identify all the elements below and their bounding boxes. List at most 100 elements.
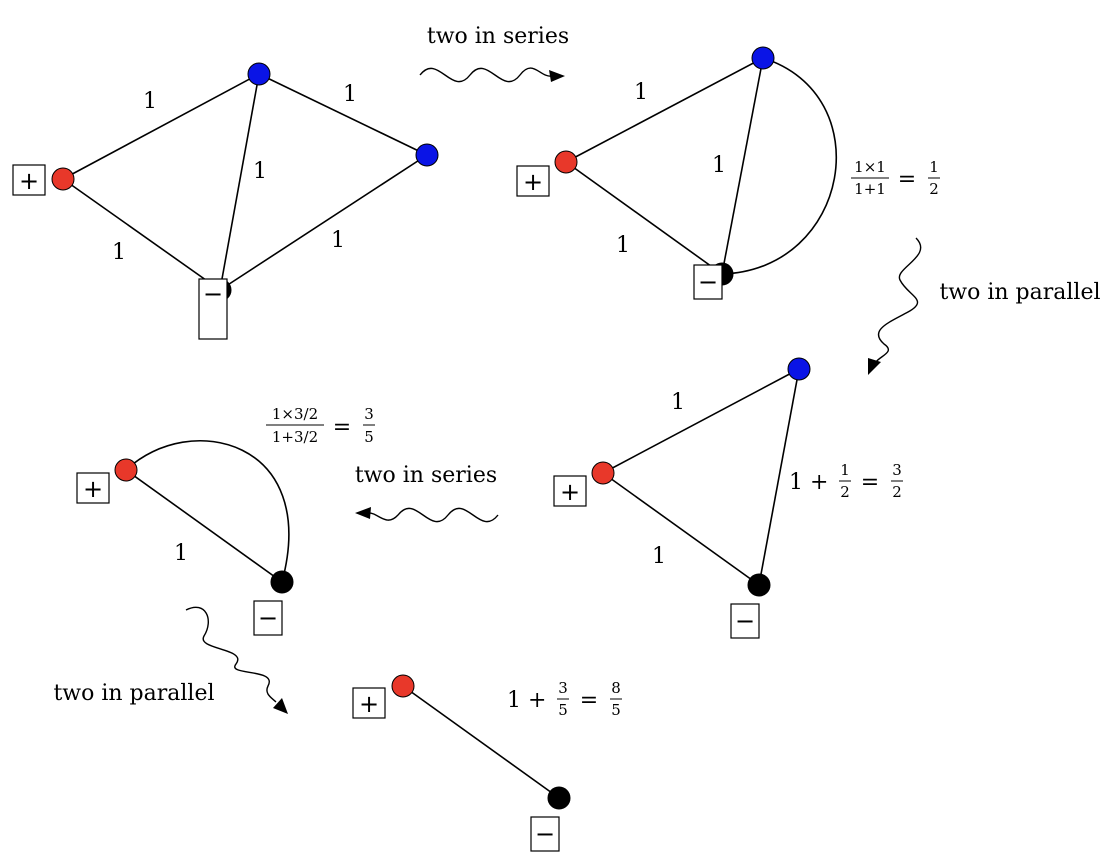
negative-terminal-box: − xyxy=(530,816,560,852)
equals-sign: = xyxy=(861,470,879,495)
node-g1-positive xyxy=(51,167,75,191)
node-g3-top xyxy=(787,357,811,381)
fraction-numerator: 3 xyxy=(892,461,902,479)
fraction-denominator: 2 xyxy=(892,483,902,501)
positive-terminal-label: + xyxy=(523,168,543,196)
node-g5-positive xyxy=(391,674,415,698)
resistance-label: 1 xyxy=(174,541,188,566)
edge-g3-top-minus xyxy=(758,368,800,586)
arrowhead-icon xyxy=(355,507,371,519)
positive-terminal-box: + xyxy=(516,165,550,197)
resistance-label: 1 xyxy=(253,159,267,184)
edge-g1-plus-minus xyxy=(62,178,221,291)
arrowhead-icon xyxy=(549,70,565,82)
edge-g1-right-minus xyxy=(219,154,428,291)
fraction-denominator: 1+3/2 xyxy=(272,428,318,446)
combined-resistance: 1 + 1 2 = 3 2 xyxy=(789,461,903,501)
node-g5-negative xyxy=(547,786,571,810)
edge-g1-top-minus xyxy=(219,73,260,291)
graph-5: 1 + 3 5 = 8 5 + − xyxy=(352,674,622,852)
combined-resistance: 1×3/2 1+3/2 = 3 5 xyxy=(266,405,375,446)
fraction-denominator: 2 xyxy=(840,483,850,501)
resistance-label: 1 xyxy=(712,153,726,178)
step-label: two in series xyxy=(427,24,569,49)
fraction-numerator: 1 xyxy=(929,158,939,176)
step-series-2: two in series xyxy=(355,463,499,523)
fraction-numerator: 1 xyxy=(840,461,850,479)
edge-g2-top-minus xyxy=(721,57,764,275)
negative-terminal-label: − xyxy=(535,820,555,848)
negative-terminal-box: − xyxy=(730,603,760,639)
fraction-denominator: 2 xyxy=(929,180,939,198)
fraction-numerator: 8 xyxy=(611,679,621,697)
graph-4: 1 1×3/2 1+3/2 = 3 5 + − xyxy=(76,405,375,636)
resistance-label: 1 xyxy=(652,544,666,569)
positive-terminal-label: + xyxy=(359,690,379,718)
node-g4-positive xyxy=(114,458,138,482)
positive-terminal-box: + xyxy=(76,472,110,504)
edge-g1-plus-top xyxy=(62,73,260,180)
fraction-denominator: 5 xyxy=(558,701,568,719)
graph-3: 1 1 1 + 1 2 = 3 2 + − xyxy=(553,357,903,639)
node-g1-right xyxy=(415,143,439,167)
edge-g2-plus-minus xyxy=(565,161,723,275)
edge-g3-plus-minus xyxy=(602,472,760,586)
equals-sign: = xyxy=(898,167,916,192)
positive-terminal-box: + xyxy=(12,164,46,196)
resistance-label: 1 xyxy=(616,233,630,258)
edge-g1-top-right xyxy=(258,73,428,156)
node-g2-positive xyxy=(554,150,578,174)
resistance-label: 1 xyxy=(112,240,126,265)
fraction-denominator: 1+1 xyxy=(854,180,886,198)
edge-g4-straight xyxy=(125,469,283,583)
node-g2-top xyxy=(751,46,775,70)
squiggle-arrow xyxy=(185,606,277,703)
negative-terminal-box: − xyxy=(693,264,723,300)
fraction-numerator: 3 xyxy=(364,405,374,423)
negative-terminal-label: − xyxy=(698,268,718,296)
step-parallel-2: two in parallel xyxy=(53,606,288,714)
resistance-label: 1 xyxy=(343,82,357,107)
step-label: two in series xyxy=(355,463,497,488)
negative-terminal-label: − xyxy=(203,280,223,308)
edge-g3-plus-top xyxy=(602,368,800,474)
edge-g4-arc xyxy=(125,440,290,583)
negative-terminal-box: − xyxy=(253,600,283,636)
step-label: two in parallel xyxy=(939,280,1100,305)
positive-terminal-box: + xyxy=(352,687,386,719)
node-g3-positive xyxy=(591,461,615,485)
positive-terminal-box: + xyxy=(553,475,587,507)
resistance-label: 1 xyxy=(634,80,648,105)
arrowhead-icon xyxy=(273,698,288,714)
fraction-numerator: 1×3/2 xyxy=(272,405,318,423)
positive-terminal-label: + xyxy=(83,475,103,503)
expression-lhs: 1 + xyxy=(507,688,546,713)
arrowhead-icon xyxy=(868,358,881,375)
fraction-denominator: 5 xyxy=(611,701,621,719)
edge-g2-plus-top xyxy=(565,57,764,163)
step-series-1: two in series xyxy=(419,24,569,83)
step-parallel-1: two in parallel xyxy=(868,237,1101,375)
equals-sign: = xyxy=(333,415,351,440)
graph-1: 1 1 1 1 1 + − xyxy=(12,62,439,340)
node-g1-top xyxy=(247,62,271,86)
resistance-label: 1 xyxy=(143,89,157,114)
edge-g2-arc xyxy=(721,57,838,275)
equals-sign: = xyxy=(580,688,598,713)
negative-terminal-box: − xyxy=(198,278,228,340)
resistance-label: 1 xyxy=(331,228,345,253)
squiggle-arrow xyxy=(419,67,553,83)
negative-terminal-label: − xyxy=(258,604,278,632)
combined-resistance: 1 + 3 5 = 8 5 xyxy=(507,679,622,719)
negative-terminal-label: − xyxy=(735,607,755,635)
fraction-denominator: 5 xyxy=(364,428,374,446)
step-label: two in parallel xyxy=(53,681,214,706)
expression-lhs: 1 + xyxy=(789,470,828,495)
resistance-label: 1 xyxy=(671,390,685,415)
node-g4-negative xyxy=(270,570,294,594)
squiggle-arrow xyxy=(367,507,499,523)
positive-terminal-label: + xyxy=(19,167,39,195)
fraction-numerator: 1×1 xyxy=(854,158,886,176)
fraction-numerator: 3 xyxy=(558,679,568,697)
